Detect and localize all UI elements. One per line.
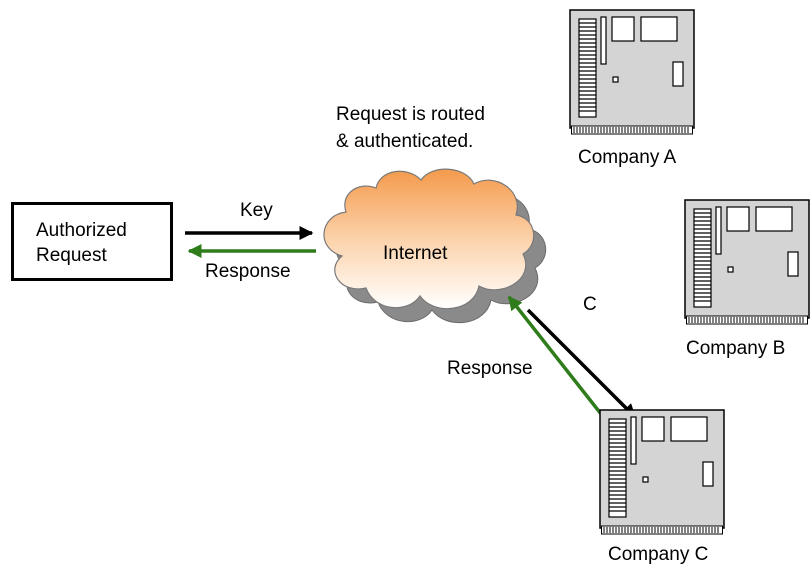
key-label: Key: [240, 200, 273, 221]
request-line-1: Authorized: [36, 220, 127, 241]
c-label: C: [583, 294, 597, 315]
routing-note-line-2: & authenticated.: [336, 131, 474, 152]
c-arrow: [526, 308, 637, 419]
response-label-right: Response: [447, 358, 533, 379]
server-icon-company-a: [569, 9, 695, 135]
routing-note-line-1: Request is routed: [336, 104, 485, 125]
server-icon-company-c: [599, 409, 725, 535]
company-b-label: Company B: [686, 338, 786, 359]
authorized-request-label: Authorized Request: [36, 218, 127, 268]
authorized-request-box: Authorized Request: [11, 202, 173, 281]
request-line-2: Request: [36, 245, 107, 266]
routing-note: Request is routed & authenticated.: [336, 101, 485, 155]
company-a-label: Company A: [578, 147, 677, 168]
response-arrow-right: [507, 295, 607, 421]
internet-cloud: [323, 168, 535, 310]
server-icon-company-b: [684, 199, 810, 325]
internet-label: Internet: [383, 243, 448, 264]
response-label-left: Response: [205, 261, 291, 282]
company-c-label: Company C: [608, 544, 709, 565]
